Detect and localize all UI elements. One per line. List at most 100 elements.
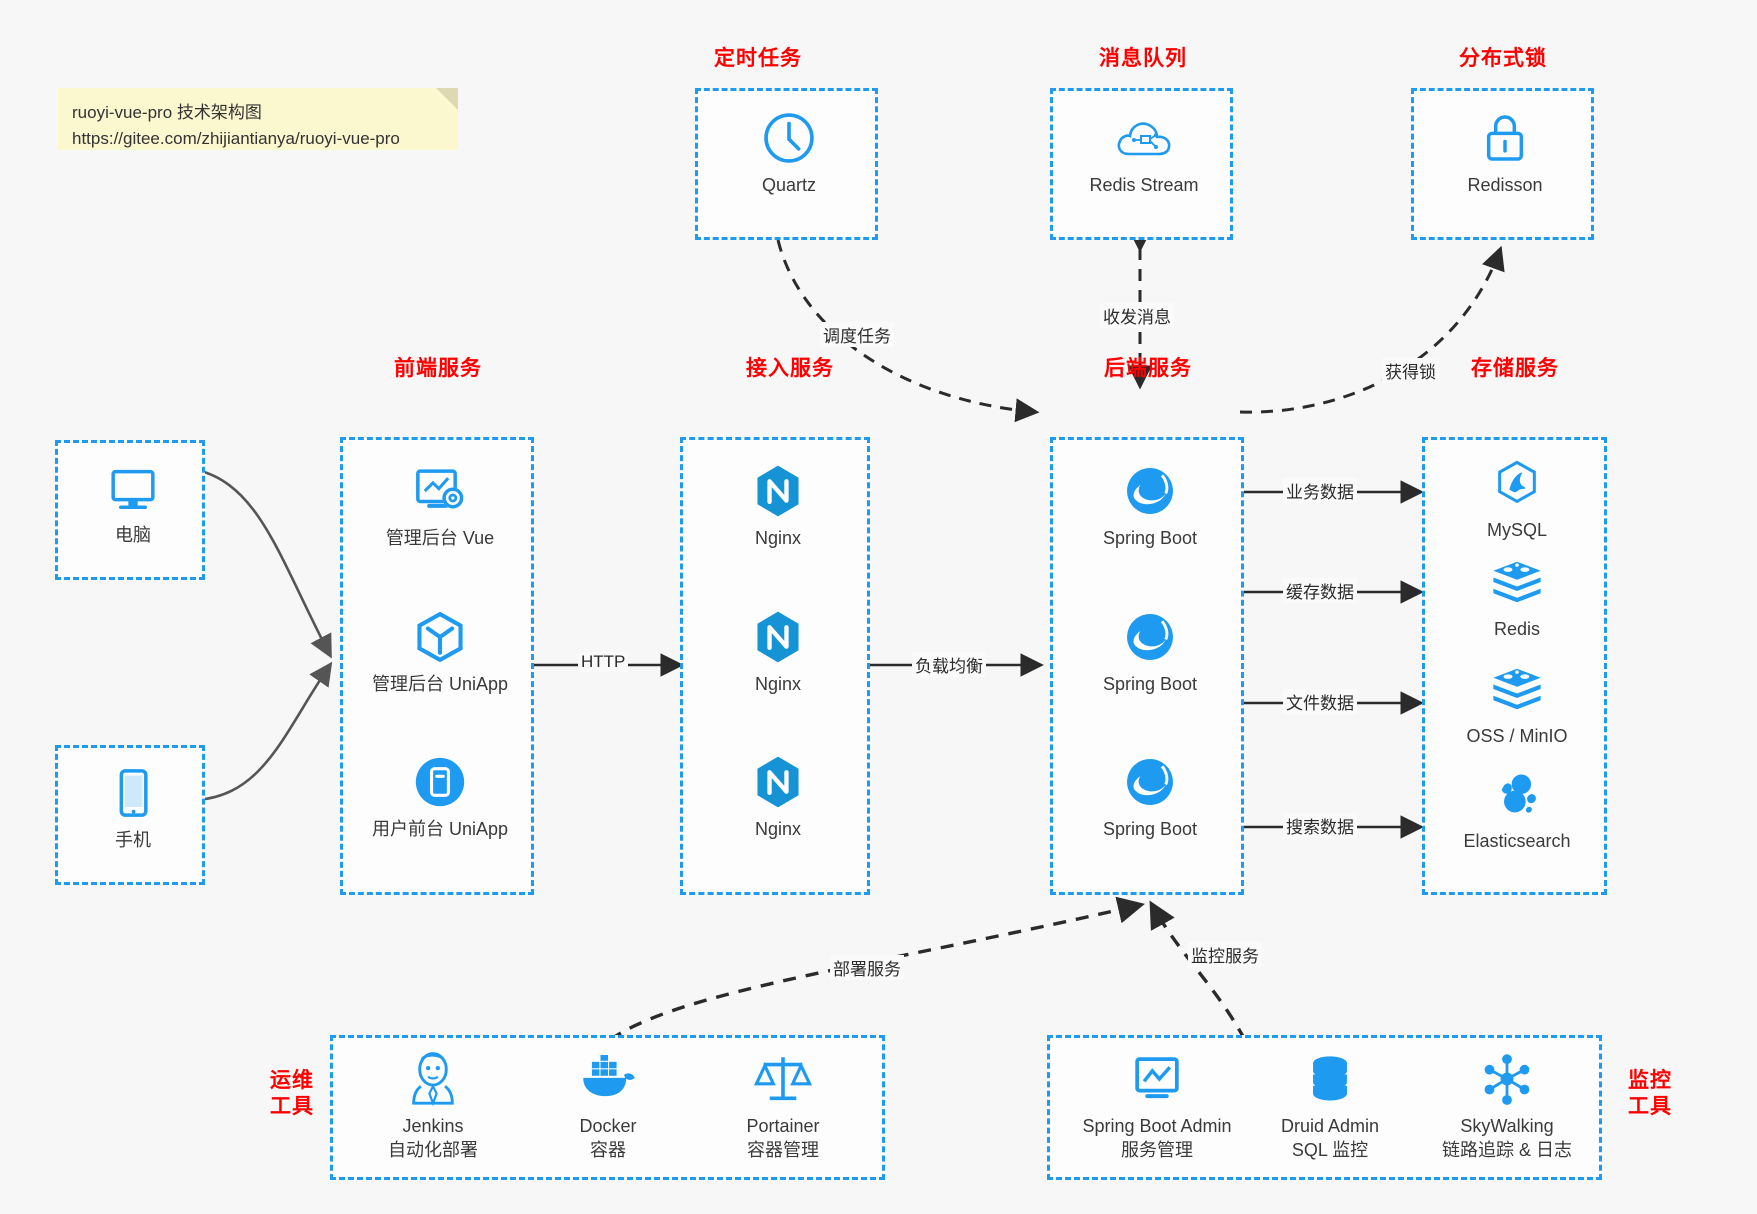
node-redis[interactable]: Redis [1437,553,1597,641]
node-nginx-3[interactable]: Nginx [698,753,858,841]
spring-icon [1070,462,1230,520]
edge-label-http: HTTP [578,652,629,672]
group-title-monitor: 监控 工具 [1615,1068,1685,1121]
edge-label-acquire-lock: 获得锁 [1382,358,1439,383]
note-title: ruoyi-vue-pro 技术架构图 [72,103,262,122]
group-box-client-mobile: 手机 [55,745,205,885]
node-label: 手机 [115,830,151,850]
node-sublabel: 链路追踪 & 日志 [1441,1140,1572,1161]
node-label: 管理后台 Vue [385,528,495,548]
node-label: Nginx [754,528,802,548]
node-label: MySQL [1486,520,1547,540]
group-title-distributed-lock: 分布式锁 [1459,47,1547,70]
edge-label-send-receive-message: 收发消息 [1100,303,1174,328]
node-label: Portainer [746,1116,820,1136]
node-label: Redis Stream [1089,175,1199,195]
node-quartz[interactable]: Quartz [709,109,869,197]
group-title-devops-line2: 工具 [270,1095,314,1119]
dashboard-icon [360,462,520,520]
node-label: Jenkins [402,1116,464,1136]
node-label: 用户前台 UniApp [371,819,509,839]
group-box-frontend: 管理后台 Vue 管理后台 UniApp 用户前台 UniApp [340,437,534,895]
node-mysql[interactable]: MySQL [1437,454,1597,542]
node-admin-vue[interactable]: 管理后台 Vue [360,462,520,550]
note-url: https://gitee.com/zhijiantianya/ruoyi-vu… [72,128,400,148]
edge-label-monitor-service: 监控服务 [1188,942,1262,967]
group-box-storage: MySQL Redis [1422,437,1607,895]
group-box-scheduled-task: Quartz [695,88,878,240]
node-spring-boot-admin[interactable]: Spring Boot Admin 服务管理 [1062,1050,1252,1163]
node-skywalking[interactable]: SkyWalking 链路追踪 & 日志 [1422,1050,1592,1163]
node-label: Spring Boot Admin [1082,1116,1232,1136]
node-label: 管理后台 UniApp [371,674,509,694]
edge-label-business-data: 业务数据 [1283,478,1357,503]
lock-icon [1425,109,1585,167]
node-druid-admin[interactable]: Druid Admin SQL 监控 [1250,1050,1410,1163]
node-label: OSS / MinIO [1466,726,1568,746]
skywalking-icon [1422,1050,1592,1108]
group-title-monitor-line2: 工具 [1628,1095,1672,1119]
node-mobile[interactable]: 手机 [53,764,213,852]
oss-icon [1437,660,1597,718]
node-oss-minio[interactable]: OSS / MinIO [1437,660,1597,748]
node-spring-boot-2[interactable]: Spring Boot [1070,608,1230,696]
clock-icon [709,109,869,167]
edge-label-deploy-service: 部署服务 [830,955,904,980]
group-box-gateway: Nginx Nginx Nginx [680,437,870,895]
group-title-message-queue: 消息队列 [1099,47,1187,70]
edge-label-file-data: 文件数据 [1283,689,1357,714]
note-dogear-icon [436,88,458,110]
node-desktop[interactable]: 电脑 [53,459,213,547]
edge-label-cache-data: 缓存数据 [1283,578,1357,603]
node-sublabel: 服务管理 [1121,1140,1193,1161]
group-title-devops: 运维 工具 [262,1068,322,1121]
node-nginx-2[interactable]: Nginx [698,608,858,696]
database-icon [1250,1050,1410,1108]
cube-icon [360,608,520,666]
group-box-message-queue: Redis Stream [1050,88,1233,240]
node-spring-boot-3[interactable]: Spring Boot [1070,753,1230,841]
group-title-scheduled-task: 定时任务 [714,47,802,70]
node-label: Redis [1493,619,1541,639]
node-label: SkyWalking [1460,1116,1554,1136]
edge-label-schedule-task: 调度任务 [820,322,894,347]
spring-icon [1070,608,1230,666]
node-docker[interactable]: Docker 容器 [528,1050,688,1163]
app-icon [360,753,520,811]
node-elasticsearch[interactable]: Elasticsearch [1437,765,1597,853]
group-title-monitor-line1: 监控 [1628,1069,1672,1092]
group-box-monitor: Spring Boot Admin 服务管理 Druid Admin SQL 监… [1047,1035,1602,1180]
mobile-icon [53,764,213,822]
spring-icon [1070,753,1230,811]
node-label: Nginx [754,674,802,694]
group-box-client-desktop: 电脑 [55,440,205,580]
docker-icon [528,1050,688,1108]
node-admin-uniapp[interactable]: 管理后台 UniApp [360,608,520,696]
node-redis-stream[interactable]: Redis Stream [1064,109,1224,197]
node-spring-boot-1[interactable]: Spring Boot [1070,462,1230,550]
node-label: Spring Boot [1102,674,1198,694]
node-nginx-1[interactable]: Nginx [698,462,858,550]
group-box-devops: Jenkins 自动化部署 Docker 容器 [330,1035,885,1180]
group-title-storage: 存储服务 [1471,357,1559,380]
node-redisson[interactable]: Redisson [1425,109,1585,197]
node-sublabel: SQL 监控 [1291,1140,1369,1161]
node-label: Druid Admin [1280,1116,1380,1136]
redis-icon [1437,553,1597,611]
group-box-distributed-lock: Redisson [1411,88,1594,240]
node-portainer[interactable]: Portainer 容器管理 [703,1050,863,1163]
node-label: 电脑 [115,525,151,545]
nginx-icon [698,462,858,520]
node-jenkins[interactable]: Jenkins 自动化部署 [353,1050,513,1163]
node-label: Nginx [754,819,802,839]
node-sublabel: 容器 [590,1140,626,1161]
cloud-stream-icon [1064,109,1224,167]
node-label: Quartz [761,175,817,195]
node-user-uniapp[interactable]: 用户前台 UniApp [360,753,520,841]
node-label: Spring Boot [1102,528,1198,548]
node-sublabel: 自动化部署 [388,1140,478,1161]
jenkins-icon [353,1050,513,1108]
group-title-devops-line1: 运维 [270,1069,314,1092]
group-title-backend: 后端服务 [1104,357,1192,380]
